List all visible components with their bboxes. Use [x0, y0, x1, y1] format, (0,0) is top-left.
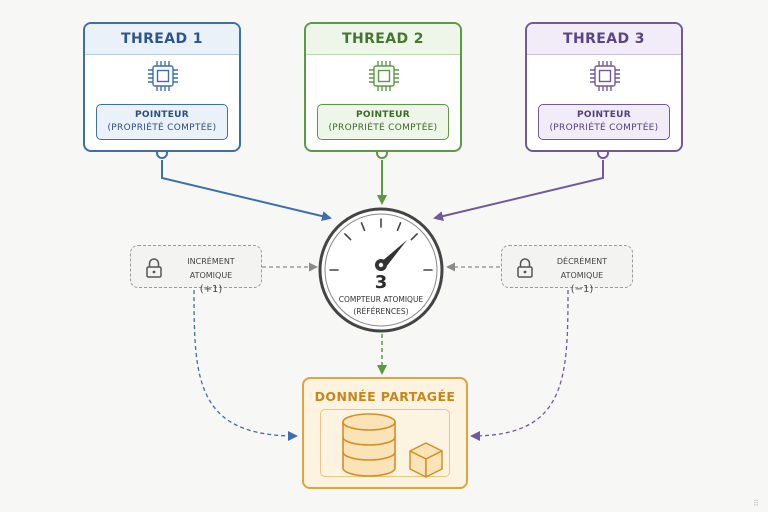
- pointer-label: POINTEUR: [355, 110, 411, 120]
- database-icon: [342, 413, 396, 477]
- thread-2-title: THREAD 2: [306, 24, 460, 55]
- cpu-chip-icon: [590, 61, 620, 91]
- thread-1-title: THREAD 1: [85, 24, 239, 55]
- decrement-sign: (−1): [570, 284, 594, 295]
- thread-2-pointer: POINTEUR (PROPRIÉTÉ COMPTÉE): [317, 104, 449, 140]
- thread-3-card: THREAD 3 POINTEUR (PROPRIÉTÉ COMPTÉE): [525, 22, 683, 152]
- counter-value: 3: [374, 272, 388, 293]
- pointer-label: POINTEUR: [576, 110, 632, 120]
- thread-1-card: THREAD 1 POINTEUR (PROPRIÉTÉ COMPTÉE): [83, 22, 241, 152]
- thread-3-pointer: POINTEUR (PROPRIÉTÉ COMPTÉE): [538, 104, 670, 140]
- thread-3-title: THREAD 3: [527, 24, 681, 55]
- cube-icon: [409, 442, 443, 478]
- counter-title: COMPTEUR ATOMIQUE: [338, 295, 424, 304]
- thread-1-pointer: POINTEUR (PROPRIÉTÉ COMPTÉE): [96, 104, 228, 140]
- increment-sign: (+1): [199, 284, 223, 295]
- pointer-sublabel: (PROPRIÉTÉ COMPTÉE): [328, 123, 438, 133]
- shared-data-title: DONNÉE PARTAGÉE: [314, 389, 456, 404]
- left-to-shared-arrow: [193, 289, 298, 441]
- pointer-sublabel: (PROPRIÉTÉ COMPTÉE): [107, 123, 217, 133]
- shared-data-inner-frame: [320, 409, 450, 477]
- right-to-shared-arrow: [470, 289, 569, 441]
- lock-icon: [146, 258, 162, 278]
- atomic-increment-box: INCRÉMENT ATOMIQUE (+1): [130, 245, 262, 295]
- pointer-sublabel: (PROPRIÉTÉ COMPTÉE): [549, 123, 659, 133]
- gauge-icon: [318, 207, 444, 333]
- thread-2-card: THREAD 2 POINTEUR (PROPRIÉTÉ COMPTÉE): [304, 22, 462, 152]
- thread3-to-counter-arrow: [433, 160, 604, 222]
- decrement-label: DÉCRÉMENT ATOMIQUE: [556, 257, 608, 280]
- cpu-chip-icon: [369, 61, 399, 91]
- pointer-label: POINTEUR: [134, 110, 190, 120]
- thread1-to-counter-arrow: [161, 160, 332, 222]
- lock-icon: [517, 258, 533, 278]
- counter-subtitle: (RÉFÉRENCES): [353, 307, 409, 316]
- corner-mark: ⠿: [753, 499, 760, 508]
- atomic-decrement-box: DÉCRÉMENT ATOMIQUE (−1): [501, 245, 633, 295]
- increment-label: INCRÉMENT ATOMIQUE: [187, 257, 235, 280]
- cpu-chip-icon: [148, 61, 178, 91]
- counter-label: COMPTEUR ATOMIQUE (RÉFÉRENCES): [318, 294, 444, 318]
